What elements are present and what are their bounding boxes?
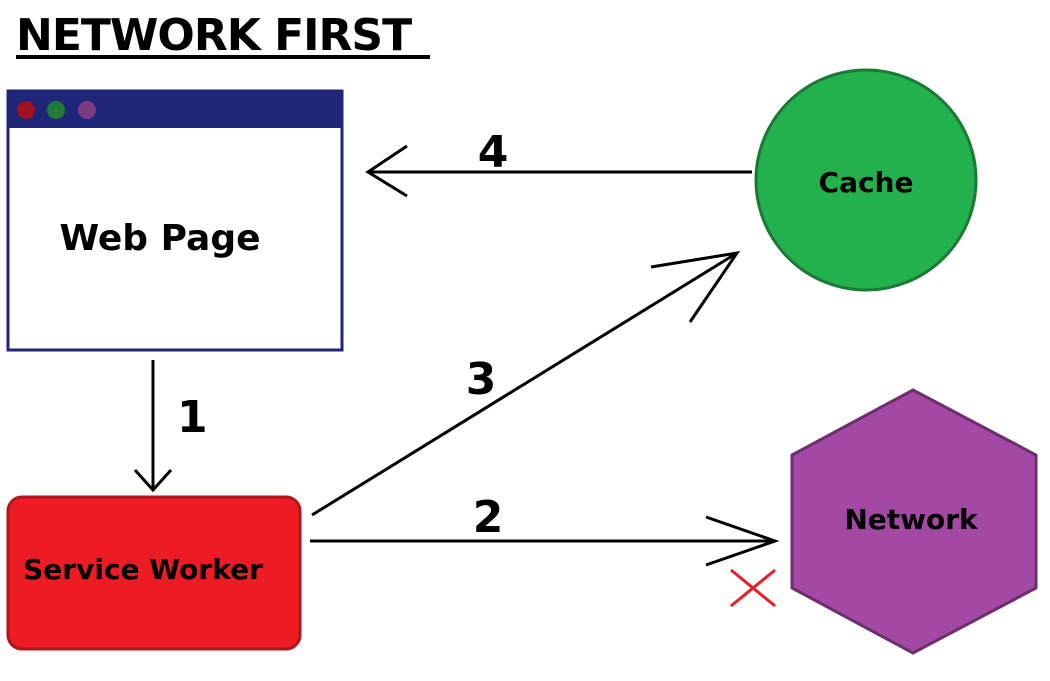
service-worker-node: Service Worker [6, 495, 302, 651]
step-3-label: 3 [466, 354, 497, 405]
web-page-frame [6, 89, 344, 352]
arrow-2-head [705, 515, 780, 567]
step-1-label: 1 [177, 392, 208, 443]
arrow-3-shaft [311, 251, 738, 517]
network-node: Network [790, 388, 1038, 655]
arrow-1-head [133, 468, 173, 493]
arrow-4 [365, 144, 752, 198]
web-page-window: Web Page [6, 89, 344, 352]
arrow-3 [311, 250, 741, 517]
network-label: Network [844, 503, 979, 536]
cache-label: Cache [819, 166, 914, 199]
window-dot-red [17, 101, 35, 119]
arrow-4-head [365, 144, 408, 198]
arrow-3-head [650, 250, 741, 323]
web-page-label: Web Page [59, 218, 260, 259]
arrow-1 [133, 360, 173, 493]
step-2-label: 2 [473, 492, 504, 543]
diagram-title: NETWORK FIRST [16, 10, 412, 61]
network-hexagon [790, 388, 1038, 655]
cache-node: Cache [754, 68, 978, 292]
arrow-2 [310, 515, 780, 567]
window-dot-green [47, 101, 65, 119]
cross-icon [730, 568, 776, 608]
cache-circle [754, 68, 978, 292]
service-worker-box [6, 495, 302, 651]
window-dot-purple [78, 101, 96, 119]
step-4-label: 4 [478, 127, 509, 178]
service-worker-label: Service Worker [23, 553, 263, 586]
